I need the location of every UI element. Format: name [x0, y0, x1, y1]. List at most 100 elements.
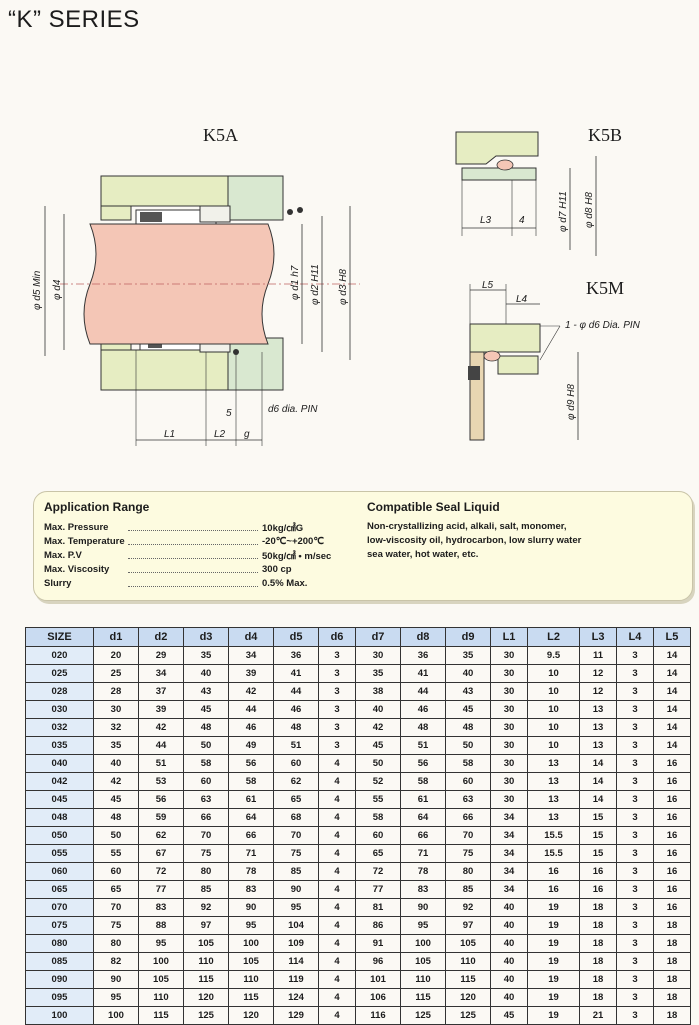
- table-cell: 35: [445, 646, 492, 665]
- table-cell: 83: [399, 880, 447, 899]
- table-cell: 120: [445, 988, 492, 1007]
- application-range-heading: Application Range: [44, 500, 150, 514]
- spec-row: Slurry 0.5% Max.: [44, 576, 344, 590]
- table-cell: 75: [273, 844, 320, 863]
- table-cell: 95: [273, 898, 320, 917]
- table-cell: 78: [399, 862, 447, 881]
- table-cell: 97: [182, 916, 230, 935]
- table-cell: 72: [137, 862, 184, 881]
- column-header: SIZE: [25, 627, 94, 647]
- table-cell: 35: [354, 664, 402, 683]
- table-cell: 3: [616, 790, 654, 809]
- table-cell: 83: [227, 880, 275, 899]
- dim-d7: φ d7 H11: [558, 191, 569, 232]
- table-cell: 3: [616, 862, 654, 881]
- table-cell: 15: [579, 844, 617, 863]
- table-cell: 80: [92, 934, 139, 953]
- table-cell: 52: [354, 772, 402, 791]
- dim-l1: L1: [164, 429, 175, 440]
- table-cell: 37: [137, 682, 184, 701]
- table-cell: 34: [490, 880, 528, 899]
- table-cell: 71: [227, 844, 275, 863]
- table-cell: 40: [490, 952, 528, 971]
- table-cell: 53: [137, 772, 184, 791]
- table-cell: 56: [137, 790, 184, 809]
- table-cell: 18: [579, 916, 617, 935]
- table-cell: 25: [92, 664, 139, 683]
- table-cell: 45: [354, 736, 402, 755]
- dim-d2: φ d2 H11: [310, 264, 321, 305]
- size-cell: 060: [25, 862, 94, 881]
- table-cell: 44: [399, 682, 447, 701]
- k5b-drawing: K5B L3 4 φ d7 H11 φ d8 H8: [455, 125, 622, 256]
- table-cell: 72: [354, 862, 402, 881]
- size-cell: 032: [25, 718, 94, 737]
- table-cell: 19: [526, 952, 581, 971]
- k5b-label: K5B: [588, 125, 622, 145]
- table-cell: 101: [354, 970, 402, 989]
- table-cell: 56: [399, 754, 447, 773]
- table-cell: 3: [616, 844, 654, 863]
- table-cell: 95: [137, 934, 184, 953]
- table-cell: 4: [318, 754, 356, 773]
- dim-d4: φ d4: [52, 279, 63, 300]
- table-cell: 18: [652, 916, 692, 935]
- table-cell: 56: [227, 754, 275, 773]
- table-cell: 64: [399, 808, 447, 827]
- table-cell: 36: [399, 646, 447, 665]
- table-cell: 16: [652, 844, 692, 863]
- table-cell: 100: [227, 934, 275, 953]
- table-cell: 18: [652, 952, 692, 971]
- table-cell: 106: [354, 988, 402, 1007]
- table-cell: 10: [526, 736, 581, 755]
- table-cell: 70: [92, 898, 139, 917]
- table-cell: 60: [182, 772, 230, 791]
- table-cell: 60: [445, 772, 492, 791]
- dim-l5: L5: [482, 280, 494, 291]
- column-header: L2: [526, 627, 581, 647]
- table-cell: 90: [227, 898, 275, 917]
- table-cell: 58: [182, 754, 230, 773]
- size-cell: 040: [25, 754, 94, 773]
- table-cell: 40: [490, 988, 528, 1007]
- table-cell: 45: [445, 700, 492, 719]
- size-cell: 048: [25, 808, 94, 827]
- table-cell: 50: [445, 736, 492, 755]
- table-cell: 40: [490, 934, 528, 953]
- table-cell: 3: [616, 898, 654, 917]
- table-cell: 11: [579, 646, 617, 665]
- table-cell: 40: [92, 754, 139, 773]
- size-cell: 042: [25, 772, 94, 791]
- table-cell: 90: [399, 898, 447, 917]
- spec-value: -20℃~+200℃: [262, 535, 325, 547]
- table-cell: 50: [182, 736, 230, 755]
- table-cell: 59: [137, 808, 184, 827]
- table-cell: 34: [137, 664, 184, 683]
- table-cell: 80: [445, 862, 492, 881]
- table-cell: 96: [354, 952, 402, 971]
- dim-d8: φ d8 H8: [584, 192, 595, 228]
- table-cell: 19: [526, 934, 581, 953]
- spec-label: Max. P.V: [44, 549, 82, 561]
- spec-row: Max. P.V 50kg/㎠ • m/sec: [44, 548, 344, 563]
- k5a-drawing: K5A φ d5 Min φ d4 φ d1 h7 φ d2 H11: [32, 125, 360, 446]
- table-cell: 115: [445, 970, 492, 989]
- size-cell: 100: [25, 1006, 94, 1025]
- table-cell: 50: [354, 754, 402, 773]
- table-cell: 44: [273, 682, 320, 701]
- table-cell: 19: [526, 898, 581, 917]
- table-cell: 16: [652, 772, 692, 791]
- dim-g: g: [244, 429, 250, 440]
- table-cell: 30: [354, 646, 402, 665]
- table-cell: 9.5: [526, 646, 581, 665]
